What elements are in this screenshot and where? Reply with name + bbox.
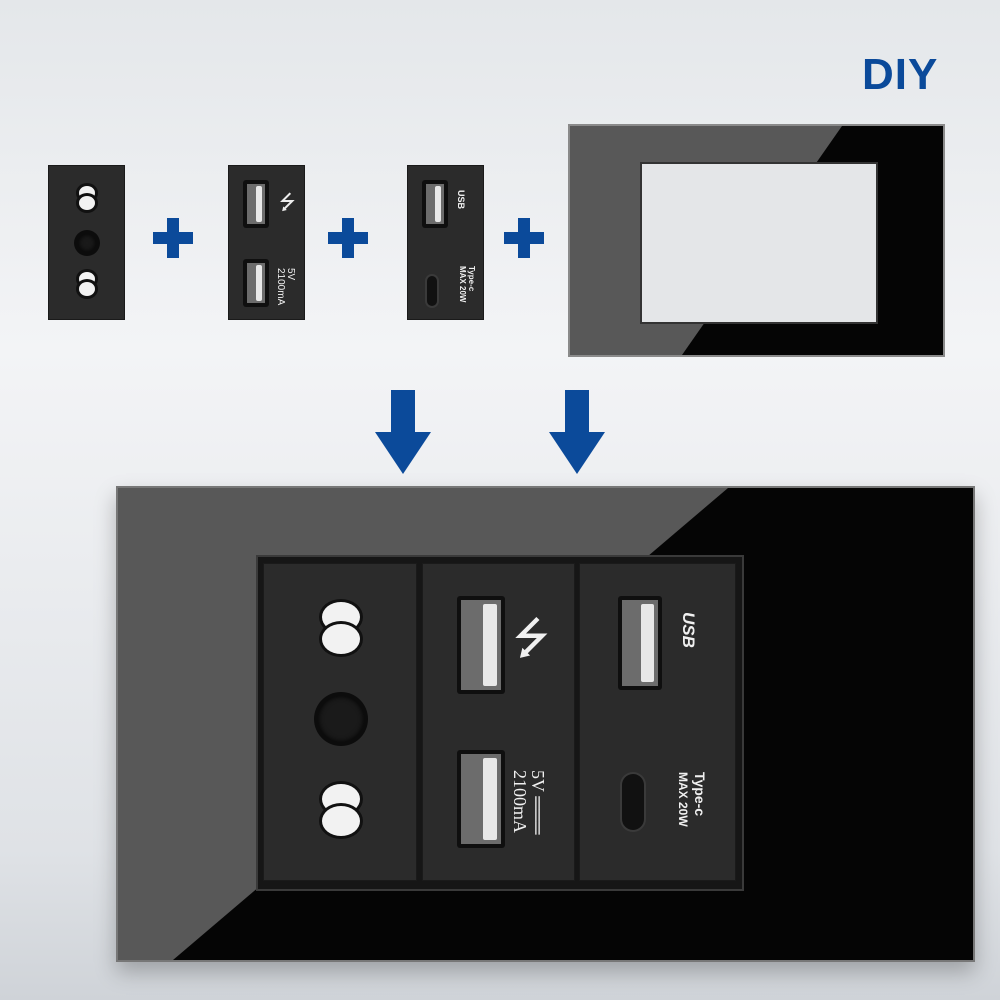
socket-module [48,165,125,320]
usb-logo: USB [456,190,466,210]
plus-icon [328,218,368,258]
plus-icon [504,218,544,258]
voltage-label: 5V [528,770,548,792]
plus-icon [153,218,193,258]
power-label: MAX 20W [458,266,467,303]
usb-a-port[interactable] [457,596,505,694]
frame-window [640,162,878,324]
usb-logo: USB [679,612,698,648]
type-c-label: Type-c [692,772,708,817]
usb-module: ⭍ 5V ═══2100mA [422,563,575,881]
glass-frame [568,124,945,357]
diy-headline: DIY [862,50,939,99]
type-c-label: Type-c [467,266,476,292]
arrow-down-icon [549,390,605,474]
voltage-label: 5V [285,268,296,281]
usb-a-port[interactable] [618,596,662,690]
power-label: MAX 20W [676,772,690,827]
socket-module [263,563,417,881]
usb-trident-icon: ⭍ [513,614,550,663]
usb-trident-icon: ⭍ [279,192,296,214]
usb-a-port[interactable] [457,750,505,848]
usb-c-port[interactable] [622,774,644,830]
arrow-down-icon [375,390,431,474]
current-label: 2100mA [510,770,530,833]
current-label: 2100mA [275,268,286,306]
